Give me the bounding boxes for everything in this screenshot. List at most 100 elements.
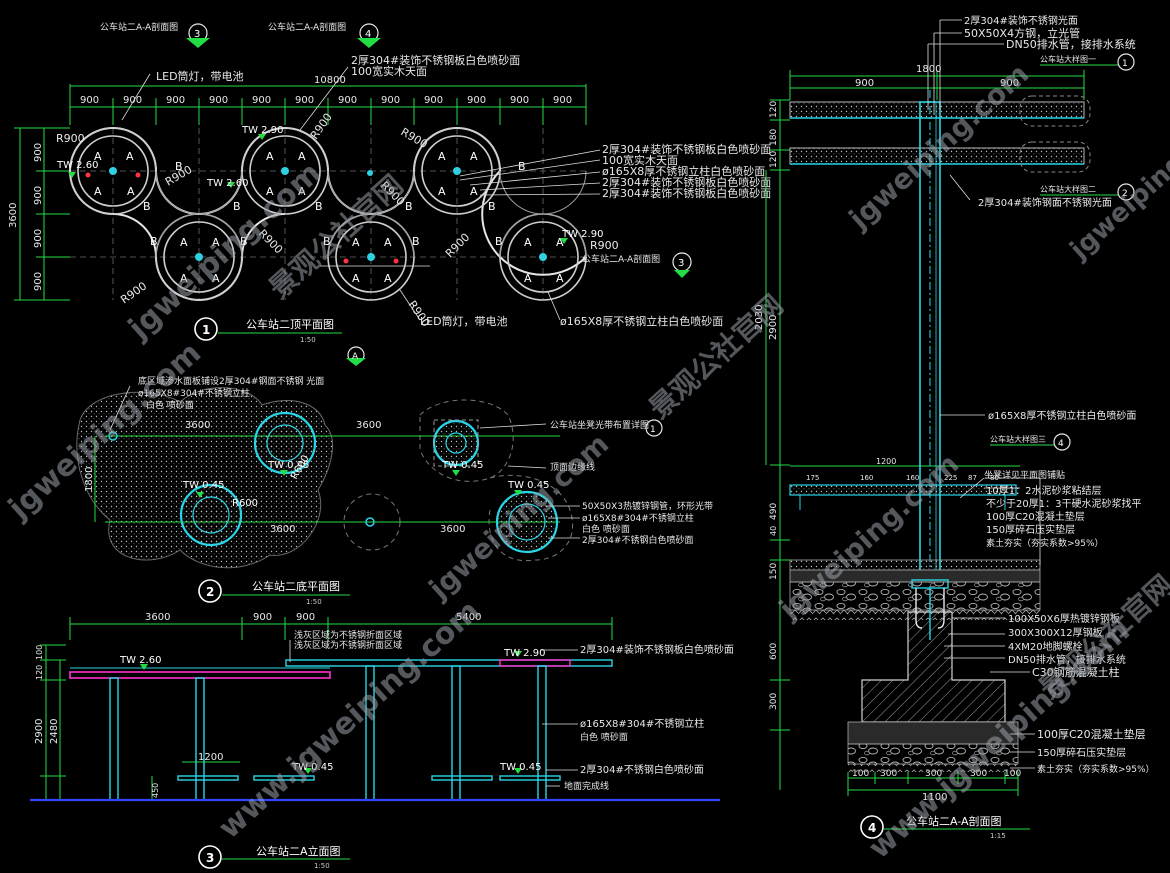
material-note: 2厚304#装饰不锈钢板白色喷砂面 [602,175,771,189]
zone-A: A [212,236,220,249]
material-note: ø165X8#304#不锈钢立柱 [582,512,694,524]
marker-letter: A [352,352,359,362]
view-marker-a: A [346,346,366,366]
canopy-outline [69,127,587,301]
zone-A: A [438,150,446,163]
top-plan-leaders [121,66,601,321]
elevation-tw045: TW 0.45 [182,480,224,491]
section-callout-4: 公车站二A-A剖面图 4 [268,21,381,48]
dim-900: 900 [33,272,44,291]
zone-A: A [127,185,135,198]
elevation-tw290: TW 2.90 [561,229,603,240]
dim-3600: 3600 [8,203,19,228]
zone-B: B [405,200,413,213]
material-note: 2厚304#装饰不锈钢板白色喷砂面 [602,142,771,156]
top-plan-dimensions [14,84,587,301]
radius-label: R900 [399,125,430,151]
base-note: 素土夯实（夯实系数>95%） [1037,763,1155,775]
callout-label: 公车站大样图二 [1040,184,1096,194]
column-note: ø165X8厚不锈钢立柱白色喷砂面 [988,409,1136,422]
detail-reference: 公车站坐凳光带布置详图 [550,419,649,431]
zone-A: A [352,236,360,249]
dim-3600: 3600 [270,524,295,535]
dim-120: 120 [769,101,779,118]
edge-note: 顶面边缘线 [550,461,595,473]
title-block-1: 1 公车站二顶平面图 1:50 [194,317,342,344]
dim-300: 300 [769,693,779,710]
dim-900: 900 [855,78,874,89]
dim-3600: 3600 [145,612,170,623]
zone-A: A [470,185,478,198]
dim-900: 900 [80,95,99,106]
material-note: 2厚304#不锈钢白色喷砂面 [580,763,704,776]
detail-callout-1: 1 [645,419,663,437]
elevation-tw045: TW 0.45 [291,762,333,773]
zone-A: A [438,185,446,198]
bottom-plan: 3600 3600 3600 3600 1800 TW 0.45 TW 0. [76,375,713,606]
callout-number: 4 [365,29,371,40]
material-note: 50X50X3热镀锌钢管，环形光带 [582,500,713,512]
title-number: 4 [868,821,876,835]
zone-A: A [556,272,564,285]
callout-number: 1 [1122,59,1128,69]
drawing-scale: 1:50 [306,598,322,606]
zone-B: B [518,160,526,173]
section-callout-3a: 公车站二A-A剖面图 3 [100,21,210,48]
drawing-title: 公车站二A-A剖面图 [906,814,1002,828]
radius-r600: R600 [232,498,258,509]
dim-1200: 1200 [198,752,223,763]
section-ground-layers [789,559,1041,620]
dim-120: 120 [769,151,779,168]
dim-900: 900 [123,95,142,106]
dim-900: 900 [253,612,272,623]
layer-note: 10厚1：2水泥砂浆粘结层 [986,484,1101,497]
zone-A: A [94,150,102,163]
zone-A: A [266,150,274,163]
zone-A: A [470,150,478,163]
detail-callout-large2: 公车站大样图二 2 [1040,183,1135,201]
dim-900: 900 [295,95,314,106]
top-plan-grid [70,128,586,300]
dim-3600: 3600 [185,420,210,431]
dim-100: 100 [1004,769,1021,779]
material-note: 2厚304#不锈钢白色喷砂面 [582,534,693,546]
foundation-note: C30钢筋混凝土柱 [1032,665,1120,679]
callout-number: 1 [650,425,656,435]
zone-A: A [180,236,188,249]
drawing-title: 公车站二顶平面图 [246,317,334,331]
dim-2030: 2030 [754,305,765,330]
dim-450: 450 [151,783,160,798]
dim-160: 160 [860,474,873,482]
ground-note: 地面完成线 [564,780,609,792]
dim-180: 180 [769,129,779,146]
material-note: 白色 喷砂面 [582,523,630,535]
zone-A: A [126,150,134,163]
dim-900: 900 [296,612,315,623]
elevation-seats [177,775,561,781]
canopy-rings [69,127,587,301]
base-note: 100厚C20混凝土垫层 [1037,727,1146,741]
dim-300: 300 [880,769,897,779]
zone-A: A [524,236,532,249]
dim-900: 900 [209,95,228,106]
zone-B: B [233,200,241,213]
dim-160: 160 [906,474,919,482]
drawing-scale: 1:15 [990,832,1006,840]
zone-B: B [175,160,183,173]
dim-5400: 5400 [456,612,481,623]
elevation-tw045: TW 0.45 [499,762,541,773]
zone-A: A [384,272,392,285]
zone-A: A [298,150,306,163]
dim-1800: 1800 [916,64,941,75]
elevation-tw290: TW 2.90 [503,648,545,659]
zone-note: 浅灰区域为不锈钢折面区域 [294,629,402,641]
dim-87: 87 [968,474,977,482]
material-note: ø165X8#304#不锈钢立柱 [138,387,250,399]
dim-900: 900 [252,95,271,106]
section-seat [789,484,1017,510]
dim-1800: 1800 [84,467,95,492]
dim-900: 900 [1000,78,1019,89]
dim-900: 900 [467,95,486,106]
elevation-triangle [258,134,266,140]
